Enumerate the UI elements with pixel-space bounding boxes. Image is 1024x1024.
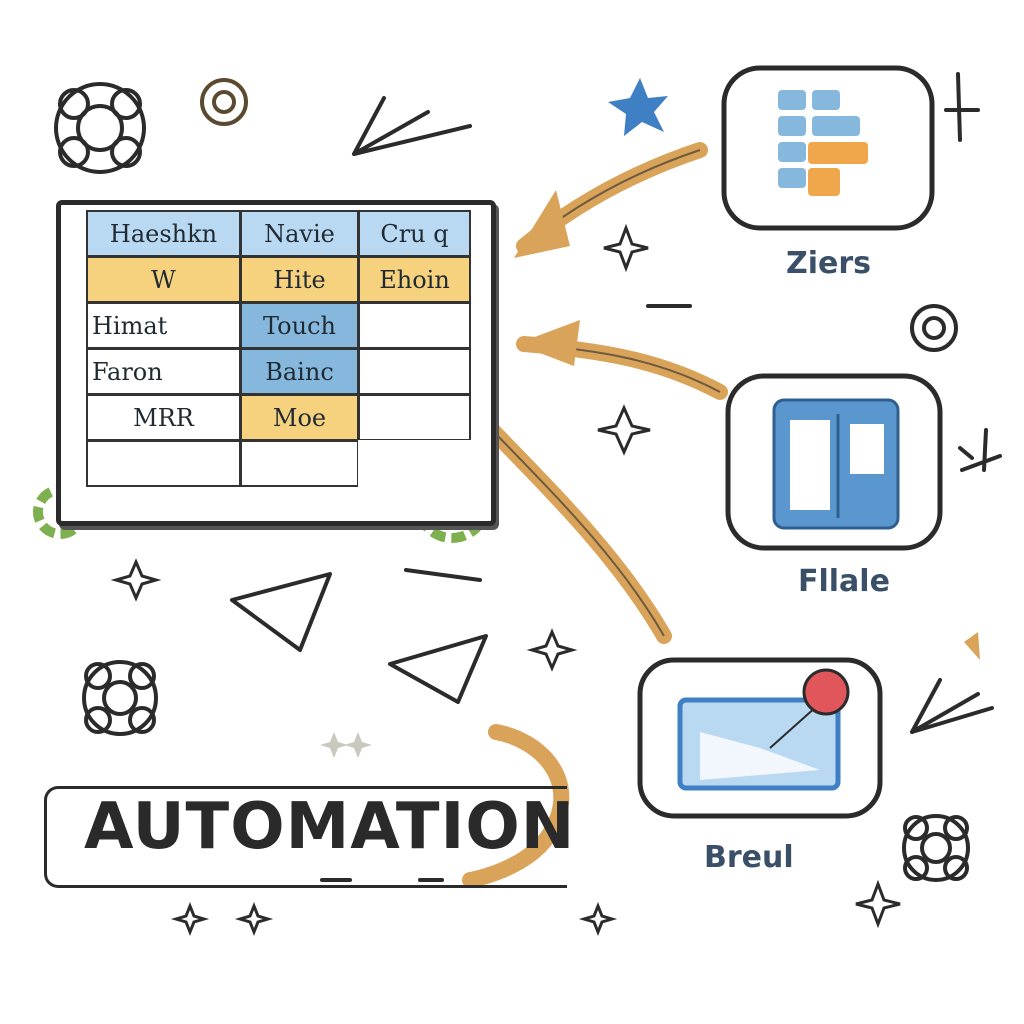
table-cell[interactable] [358, 302, 471, 349]
table-cell[interactable]: Himat [86, 302, 241, 349]
spreadsheet-grid: Haeshkn Navie Cru q W Hite Ehoin Himat T… [86, 210, 471, 487]
window-icon [772, 398, 900, 530]
flower-doodle-icon [82, 660, 158, 736]
table-cell [358, 440, 471, 487]
card-breul[interactable] [637, 657, 883, 819]
table-cell[interactable] [86, 440, 241, 487]
speed-lines-icon [320, 72, 1002, 882]
table-cell[interactable]: Bainc [240, 348, 359, 395]
card-label-fllale: Fllale [798, 564, 890, 599]
card-label-breul: Breul [704, 840, 794, 875]
card-label-ziers: Ziers [786, 246, 872, 281]
automation-banner [44, 786, 567, 888]
blocks-icon [778, 90, 868, 196]
flower-doodle-icon [200, 78, 248, 126]
header-cell[interactable]: Cru q [358, 210, 471, 257]
spreadsheet-window: Haeshkn Navie Cru q W Hite Ehoin Himat T… [56, 200, 496, 526]
header-cell[interactable]: Haeshkn [86, 210, 241, 257]
table-cell[interactable] [240, 440, 359, 487]
table-cell[interactable] [358, 348, 471, 395]
table-cell[interactable]: Faron [86, 348, 241, 395]
star-icon [608, 78, 668, 136]
table-cell[interactable]: Touch [240, 302, 359, 349]
table-cell[interactable]: W [86, 256, 241, 303]
sparkle-icon [110, 223, 901, 937]
arrow-head-icon [514, 190, 980, 660]
image-icon [677, 668, 850, 791]
flower-doodle-icon [910, 304, 958, 352]
table-cell[interactable]: Moe [240, 394, 359, 441]
table-cell[interactable]: MRR [86, 394, 241, 441]
paper-plane-icon [230, 572, 488, 704]
sparkle-icon [320, 732, 372, 758]
table-cell[interactable] [358, 394, 471, 441]
flower-doodle-icon [902, 814, 970, 882]
automation-title: AUTOMATION [84, 790, 576, 864]
flower-doodle-icon [54, 82, 146, 174]
table-cell[interactable]: Ehoin [358, 256, 471, 303]
header-cell[interactable]: Navie [240, 210, 359, 257]
table-cell[interactable]: Hite [240, 256, 359, 303]
card-ziers[interactable] [721, 65, 935, 231]
card-fllale[interactable] [725, 373, 943, 551]
